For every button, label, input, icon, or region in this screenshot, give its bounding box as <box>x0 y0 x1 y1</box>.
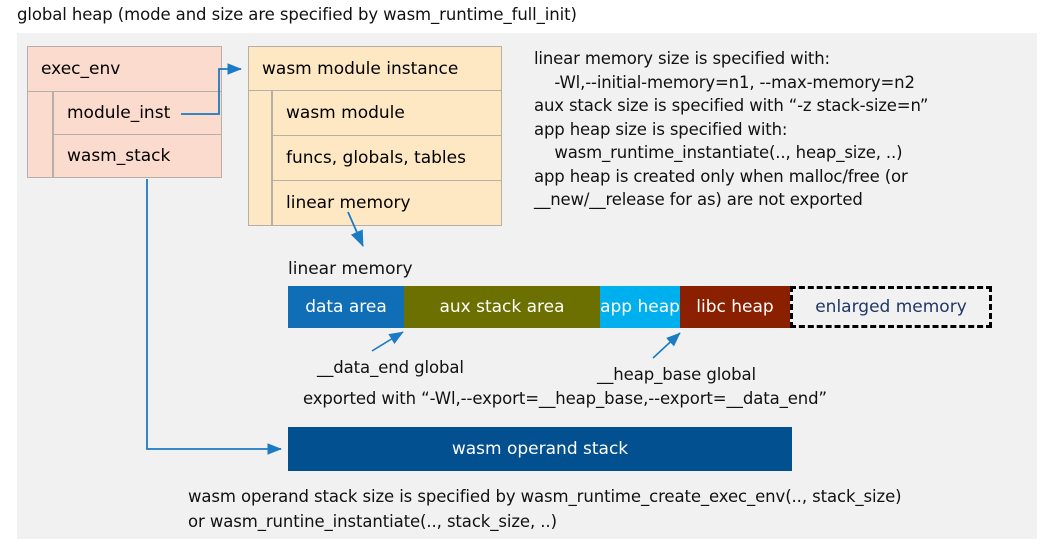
exec-env-field-wasm-stack: wasm_stack <box>53 135 222 178</box>
annotation-exported-with: exported with “-Wl,--export=__heap_base,… <box>303 389 827 408</box>
memory-segment-aux-stack-area: aux stack area <box>404 286 600 328</box>
annotation-data-end: __data_end global <box>317 358 464 377</box>
wasm-operand-stack-box: wasm operand stack <box>288 427 792 471</box>
module-instance-gutter <box>248 91 272 226</box>
memory-segment-libc-heap: libc heap <box>680 286 790 328</box>
exec-env-title: exec_env <box>27 46 222 92</box>
exec-env-gutter <box>27 92 53 178</box>
module-instance-title: wasm module instance <box>248 46 502 91</box>
page-title: global heap (mode and size are specified… <box>17 5 577 24</box>
memory-config-note: linear memory size is specified with: -W… <box>534 49 929 209</box>
module-instance-field-linear-memory: linear memory <box>272 181 502 226</box>
memory-segment-data-area: data area <box>288 286 404 328</box>
linear-memory-caption: linear memory <box>288 259 413 279</box>
annotation-heap-base: __heap_base global <box>597 365 757 384</box>
operand-stack-note: wasm operand stack size is specified by … <box>188 487 902 531</box>
memory-segment-app-heap: app heap <box>600 286 680 328</box>
exec-env-field-module-inst: module_inst <box>53 92 222 135</box>
module-instance-field-wasm-module: wasm module <box>272 91 502 136</box>
module-instance-field-funcs-globals-tables: funcs, globals, tables <box>272 136 502 181</box>
memory-segment-enlarged-memory: enlarged memory <box>790 286 992 328</box>
